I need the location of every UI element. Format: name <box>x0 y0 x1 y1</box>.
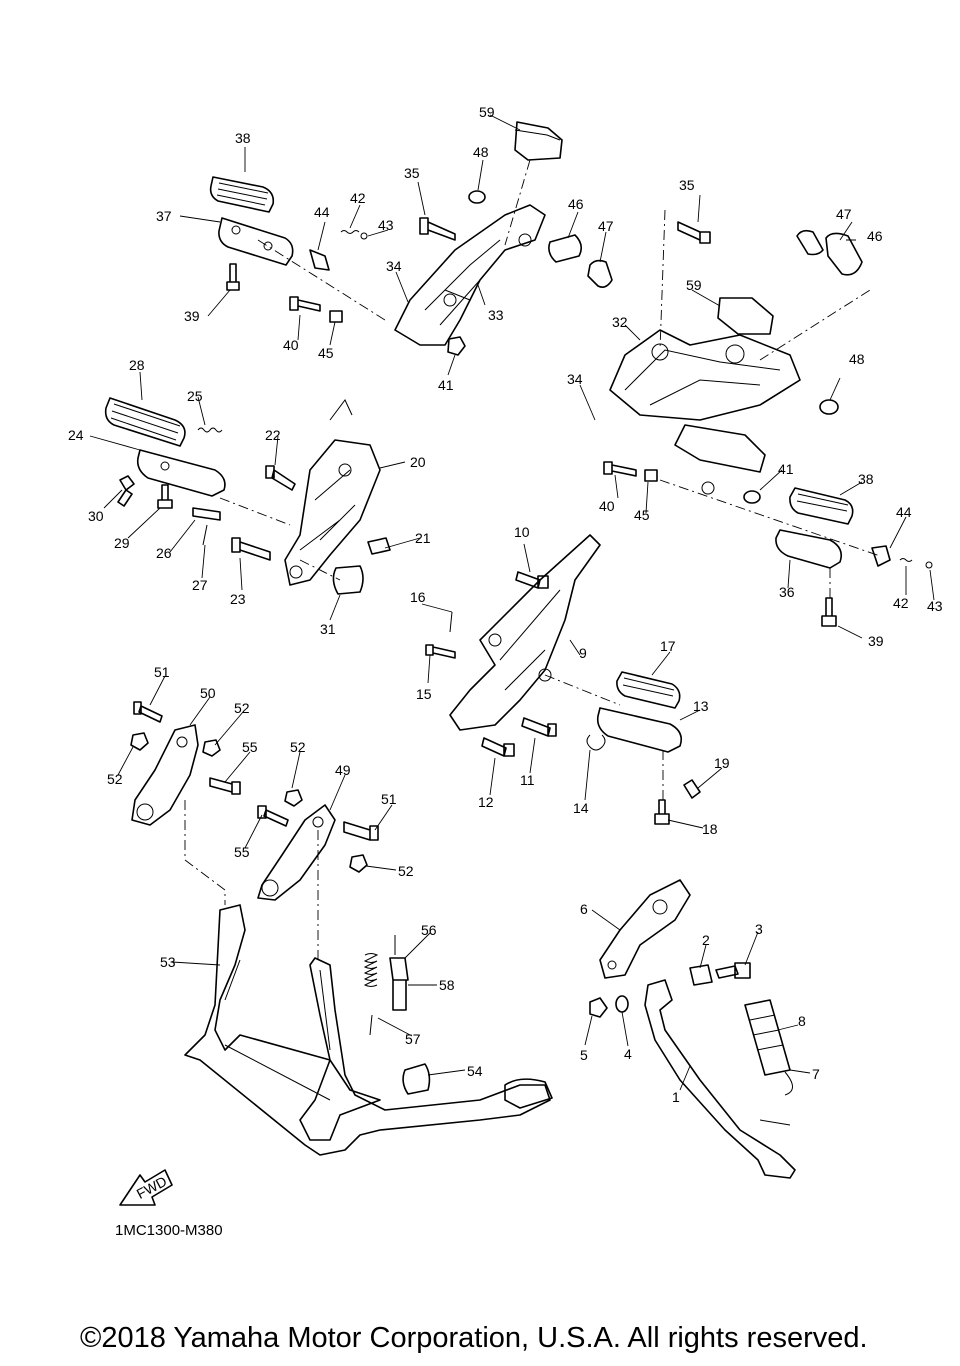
callout-40b: 40 <box>599 498 615 514</box>
callout-14: 14 <box>573 800 589 816</box>
callout-33: 33 <box>488 307 504 323</box>
callout-25: 25 <box>187 388 203 404</box>
callout-41: 41 <box>438 377 454 393</box>
callout-38b: 38 <box>858 471 874 487</box>
callout-35: 35 <box>404 165 420 181</box>
callout-17: 17 <box>660 638 676 654</box>
fwd-arrow-icon: FWD <box>119 1169 173 1206</box>
callout-10: 10 <box>514 524 530 540</box>
callout-32: 32 <box>612 314 628 330</box>
callout-41b: 41 <box>778 461 794 477</box>
callout-40: 40 <box>283 337 299 353</box>
callout-20: 20 <box>410 454 426 470</box>
callout-56: 56 <box>421 922 437 938</box>
callout-7: 7 <box>812 1066 820 1082</box>
drawing-code: 1MC1300-M380 <box>115 1222 223 1239</box>
callout-52c: 52 <box>107 771 123 787</box>
callout-2: 2 <box>702 932 710 948</box>
callout-12: 12 <box>478 794 494 810</box>
callout-51b: 51 <box>381 791 397 807</box>
callout-59: 59 <box>479 104 495 120</box>
callout-52d: 52 <box>398 863 414 879</box>
callout-53: 53 <box>160 954 176 970</box>
callout-48: 48 <box>473 144 489 160</box>
callout-44b: 44 <box>896 504 912 520</box>
callout-39: 39 <box>184 308 200 324</box>
callout-23: 23 <box>230 591 246 607</box>
callout-37: 37 <box>156 208 172 224</box>
side-stand-group <box>589 879 796 1179</box>
callout-19: 19 <box>714 755 730 771</box>
callout-49: 49 <box>335 762 351 778</box>
callout-43: 43 <box>378 217 394 233</box>
callout-26: 26 <box>156 545 172 561</box>
callout-58: 58 <box>439 977 455 993</box>
callout-31: 31 <box>320 621 336 637</box>
callout-28: 28 <box>129 357 145 373</box>
callout-55: 55 <box>242 739 258 755</box>
callout-22: 22 <box>265 427 281 443</box>
callout-16: 16 <box>410 589 426 605</box>
callout-35b: 35 <box>679 177 695 193</box>
callout-47b: 47 <box>836 206 852 222</box>
callout-29: 29 <box>114 535 130 551</box>
callout-50: 50 <box>200 685 216 701</box>
callout-4: 4 <box>624 1046 632 1062</box>
callout-44: 44 <box>314 204 330 220</box>
callout-21: 21 <box>415 530 431 546</box>
callout-labels: 38 37 39 44 42 43 34 35 48 59 33 46 47 4… <box>68 104 943 1105</box>
callout-47: 47 <box>598 218 614 234</box>
front-right-footrest-group <box>425 534 701 825</box>
callout-27: 27 <box>192 577 208 593</box>
callout-39b: 39 <box>868 633 884 649</box>
rear-left-footrest-group <box>209 121 613 356</box>
callout-11: 11 <box>520 772 535 788</box>
callout-34b: 34 <box>567 371 583 387</box>
callout-42: 42 <box>350 190 366 206</box>
callout-6: 6 <box>580 901 588 917</box>
callout-3: 3 <box>755 921 763 937</box>
callout-46b: 46 <box>867 228 883 244</box>
callout-9: 9 <box>579 645 587 661</box>
callout-13: 13 <box>693 698 709 714</box>
callout-34: 34 <box>386 258 402 274</box>
callout-42b: 42 <box>893 595 909 611</box>
callout-5: 5 <box>580 1047 588 1063</box>
callout-45b: 45 <box>634 507 650 523</box>
callout-30: 30 <box>88 508 104 524</box>
callout-59b: 59 <box>686 277 702 293</box>
callout-55b: 55 <box>234 844 250 860</box>
callout-15: 15 <box>416 686 432 702</box>
callout-24: 24 <box>68 427 84 443</box>
callout-1: 1 <box>672 1089 680 1105</box>
callout-57: 57 <box>405 1031 421 1047</box>
callout-54: 54 <box>467 1063 483 1079</box>
callout-43b: 43 <box>927 598 943 614</box>
callout-45: 45 <box>318 345 334 361</box>
copyright-notice: ©2018 Yamaha Motor Corporation, U.S.A. A… <box>80 1322 868 1354</box>
callout-46: 46 <box>568 196 584 212</box>
callout-38: 38 <box>235 130 251 146</box>
callout-48b: 48 <box>849 351 865 367</box>
callout-51: 51 <box>154 664 170 680</box>
leader-lines <box>89 114 935 1091</box>
callout-52: 52 <box>234 700 250 716</box>
callout-8: 8 <box>798 1013 806 1029</box>
callout-36: 36 <box>779 584 795 600</box>
callout-18: 18 <box>702 821 718 837</box>
callout-52b: 52 <box>290 739 306 755</box>
main-stand-group <box>130 701 553 1156</box>
front-left-footrest-group <box>104 397 391 595</box>
rear-right-footrest-group <box>603 209 933 627</box>
